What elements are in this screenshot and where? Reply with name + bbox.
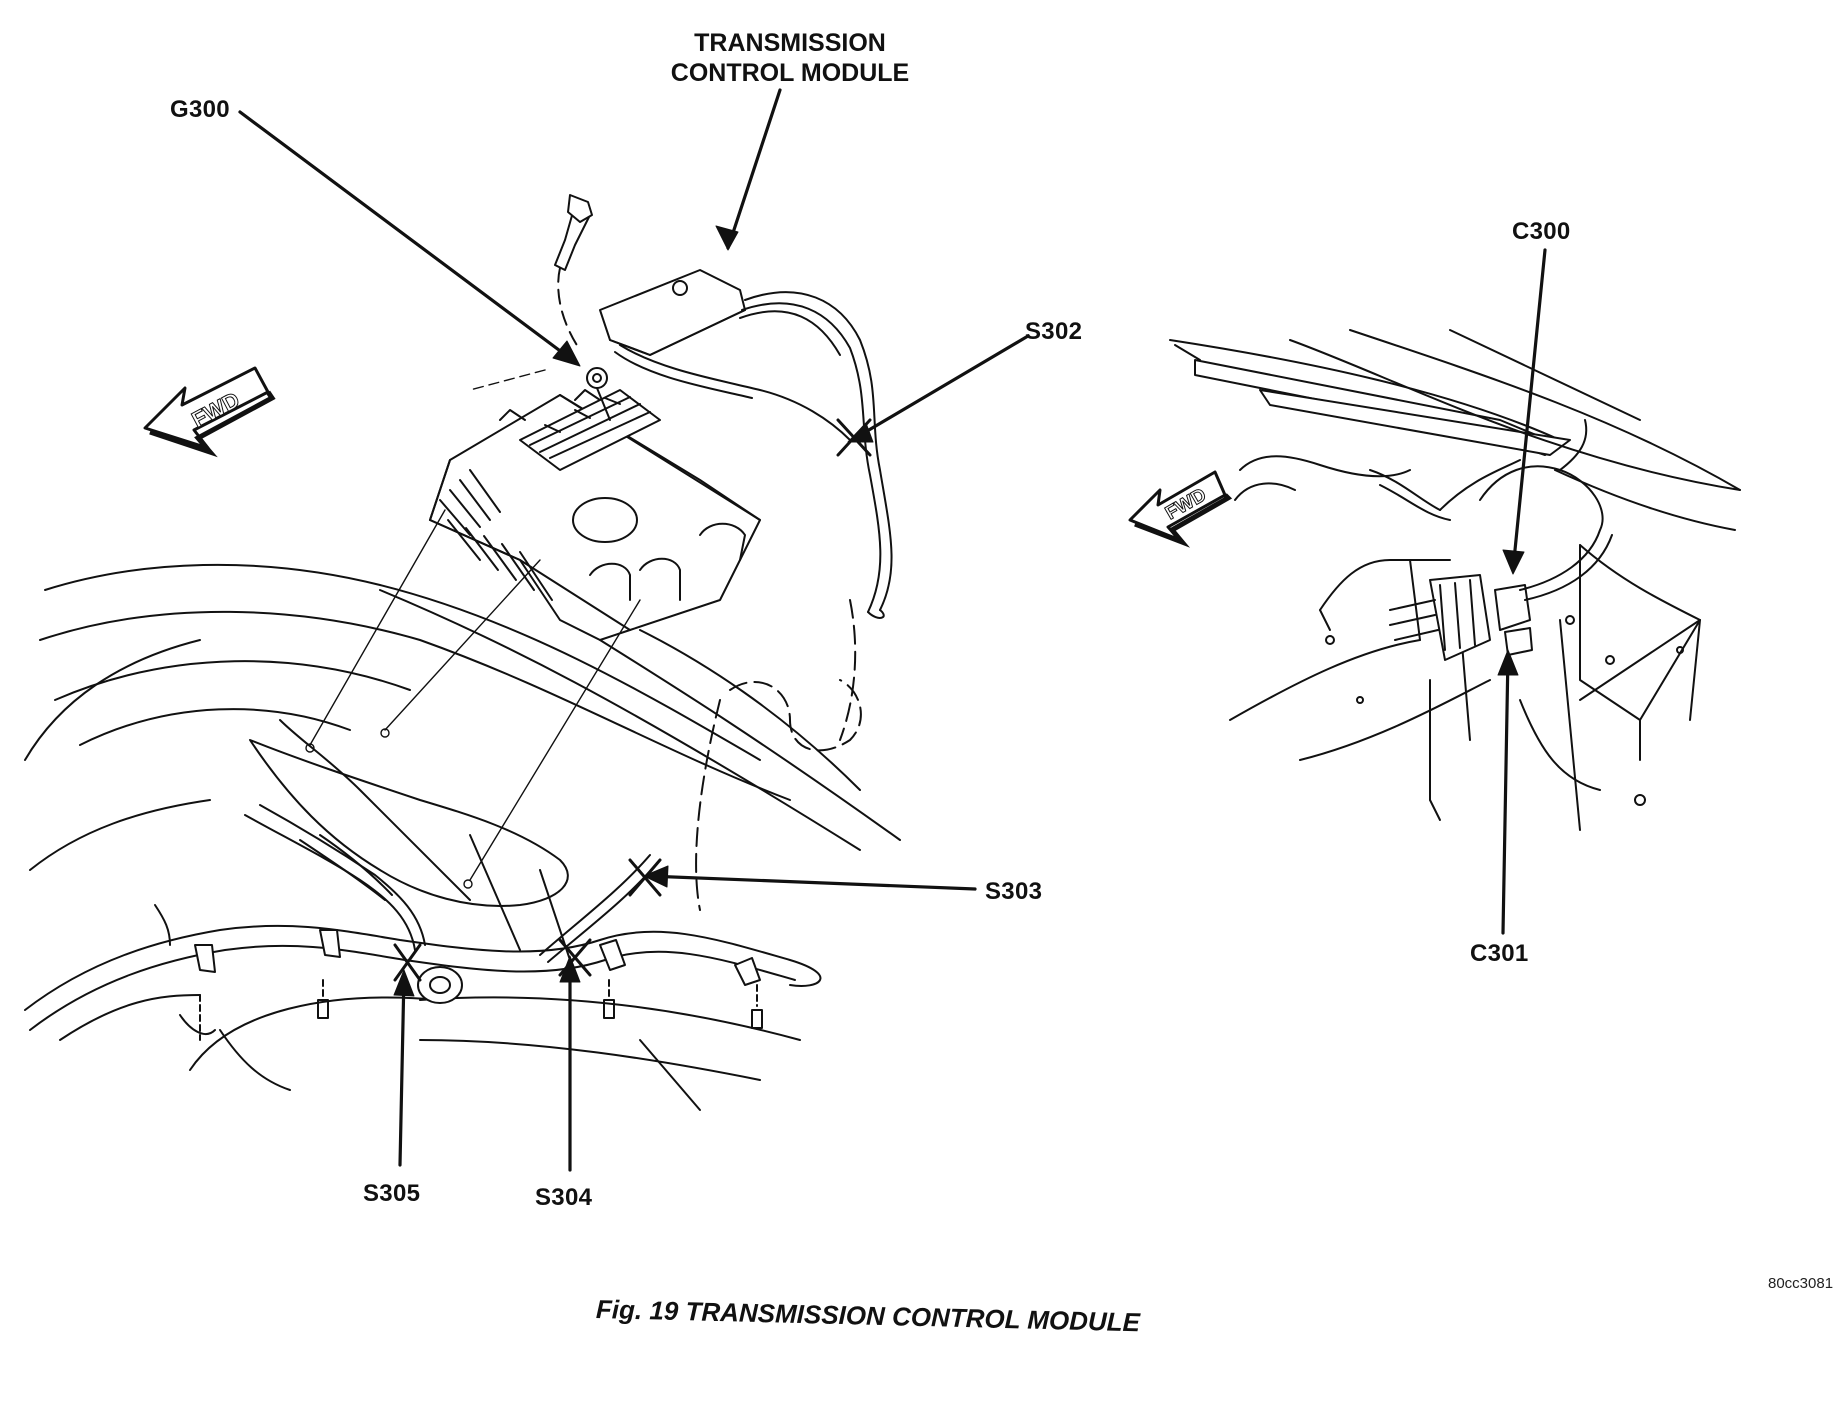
s304-callout: S304	[535, 1184, 593, 1211]
splice-marks	[393, 418, 872, 982]
fwd-arrow-left: FWD	[143, 366, 276, 458]
g300-callout: G300	[170, 96, 230, 123]
fwd-arrow-right: FWD	[1128, 470, 1233, 548]
s303-callout: S303	[985, 878, 1043, 905]
mounting-guide-lines	[305, 369, 641, 889]
tcm-callout-line1: TRANSMISSION	[694, 29, 886, 57]
floor-panel-lines	[24, 563, 901, 1111]
tcm-connector-plug	[599, 269, 893, 619]
tcm-callout-line2: CONTROL MODULE	[670, 59, 910, 87]
leader-arrows	[238, 88, 1547, 1172]
c300-callout: C300	[1512, 218, 1571, 245]
mounting-bolt	[554, 194, 611, 421]
arrowheads	[393, 225, 1525, 997]
right-view-structure	[1169, 329, 1741, 831]
c301-callout: C301	[1470, 940, 1529, 967]
wiring-harness	[24, 804, 822, 1041]
figure-code: 80cc3081	[1768, 1275, 1834, 1292]
tcm-module	[429, 389, 761, 641]
s305-callout: S305	[363, 1180, 421, 1207]
mounting-bracket	[695, 599, 862, 911]
s302-callout: S302	[1025, 318, 1083, 345]
tcm-callout: TRANSMISSION CONTROL MODULE	[650, 28, 930, 88]
